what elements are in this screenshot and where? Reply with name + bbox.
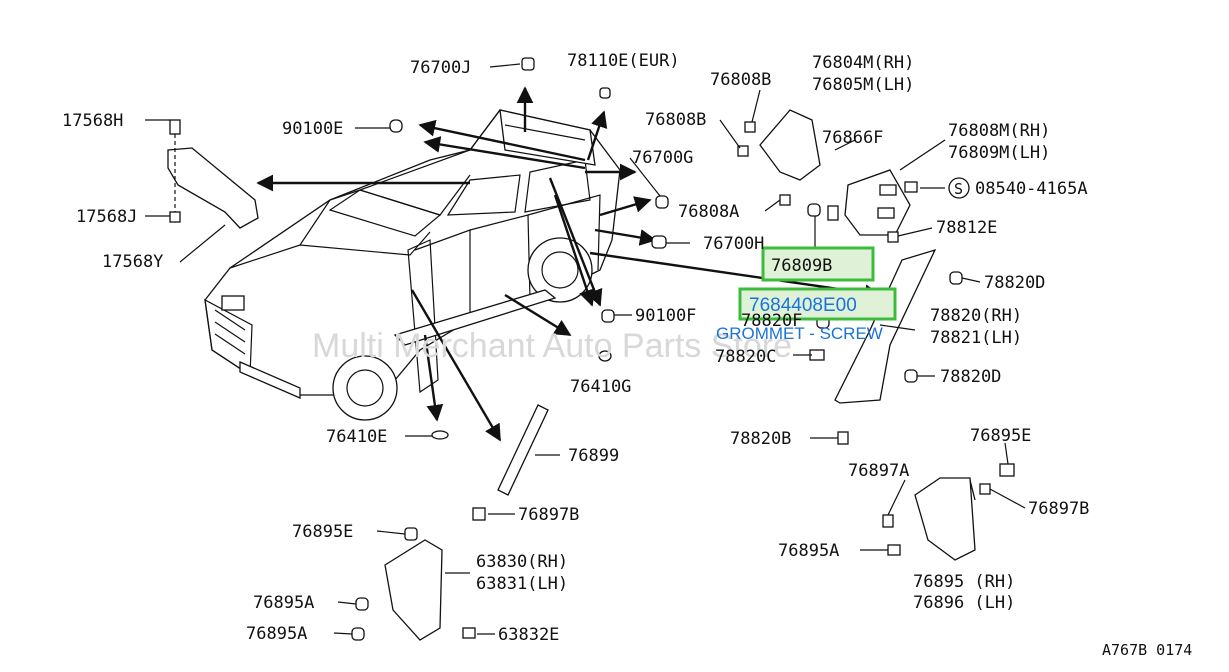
callout: 76410G — [570, 377, 631, 397]
callout: 63831(LH) — [476, 574, 568, 594]
callout: 78820B — [730, 429, 791, 449]
callout: 78820D — [984, 273, 1045, 293]
callout: 76895A — [253, 593, 314, 613]
callout: 90100F — [635, 306, 696, 326]
callout: 76895A — [778, 541, 839, 561]
standard-part-symbol: S — [954, 180, 963, 198]
callout: 76897B — [1028, 499, 1089, 519]
callout: 63830(RH) — [476, 552, 568, 572]
callout: 76808A — [678, 202, 739, 222]
callout: 17568J — [76, 207, 137, 227]
callout: 76897A — [848, 461, 909, 481]
callout: 78820F — [741, 311, 802, 331]
callout: 76897B — [518, 505, 579, 525]
callout: 78820(RH) — [930, 306, 1022, 326]
callout: 90100E — [282, 119, 343, 139]
highlight-box-76809b[interactable] — [761, 246, 875, 282]
callout-labels: 76700J 78110E(EUR) 76808B 76804M(RH) 768… — [62, 51, 1089, 645]
callout: 76895E — [970, 426, 1031, 446]
callout: 78821(LH) — [930, 328, 1022, 348]
callout: 76896 (LH) — [913, 593, 1015, 613]
callout: 76700H — [703, 234, 764, 254]
highlight-label-76809b[interactable]: 76809B — [771, 256, 832, 276]
callout: 17568H — [62, 111, 123, 131]
callout: 08540-4165A — [975, 179, 1088, 199]
vehicle-illustration — [204, 109, 621, 421]
leader-lines — [145, 63, 1026, 635]
standard-part-icon — [948, 177, 970, 199]
callout: 76899 — [568, 446, 619, 466]
parts-drawings — [167, 109, 976, 641]
callout: 78110E(EUR) — [567, 51, 680, 71]
callout: 76866F — [822, 128, 883, 148]
callout: 76700J — [410, 58, 471, 78]
watermark: Multi Merchant Auto Parts Store — [312, 327, 792, 365]
callout: 78820C — [715, 347, 776, 367]
callout: 63832E — [498, 625, 559, 645]
callout: 76808B — [645, 110, 706, 130]
callout: 17568Y — [102, 252, 163, 272]
callout: 78820D — [940, 367, 1001, 387]
highlight-caption: GROMMET - SCREW — [716, 324, 883, 343]
callout: 76895 (RH) — [913, 572, 1015, 592]
callout: 76809M(LH) — [948, 143, 1050, 163]
highlight-box-7684408e00[interactable] — [738, 287, 897, 321]
callout: 76410E — [326, 427, 387, 447]
callout: 76895A — [246, 624, 307, 644]
callout: 76808B — [710, 70, 771, 90]
highlight-label-7684408e00[interactable]: 7684408E00 — [749, 295, 857, 316]
callout: 78812E — [936, 218, 997, 238]
callout: 76804M(RH) — [812, 53, 914, 73]
callout: 76700G — [632, 148, 693, 168]
callout: 76895E — [292, 522, 353, 542]
callout: 76805M(LH) — [812, 75, 914, 95]
callout: 76808M(RH) — [948, 121, 1050, 141]
leader-arrows — [256, 86, 882, 442]
diagram-code: A767B 0174 — [1102, 641, 1192, 659]
